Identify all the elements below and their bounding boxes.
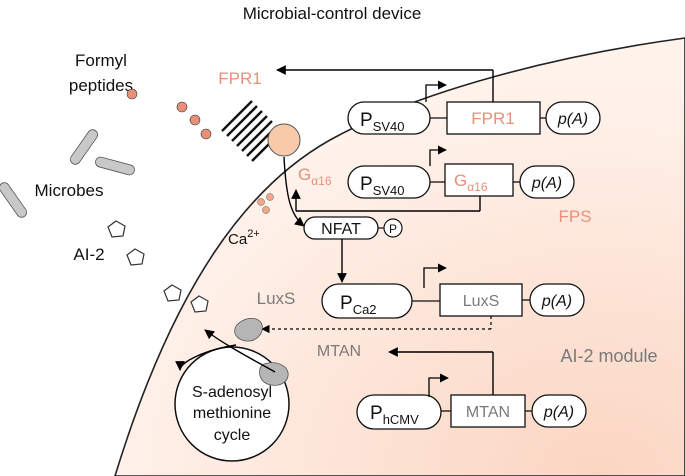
calcium-dot (262, 206, 270, 214)
mtan-promoter-label: PhCMV (370, 403, 419, 427)
galpha16-promoter-label: PSV40 (360, 174, 405, 198)
fpr1-promoter-sub: SV40 (373, 119, 405, 134)
formyl-peptides-label-2: peptides (69, 76, 133, 95)
mtan-promoter (356, 394, 442, 430)
mtan-gene-label: MTAN (466, 404, 510, 421)
ai2-label: AI-2 (73, 245, 104, 264)
ai2-pentagon (163, 284, 182, 302)
receptor-helix (226, 105, 258, 137)
luxs-polya-label: p(A) (541, 293, 572, 310)
luxs-promoter-label: PCa2 (340, 293, 377, 317)
fpr1-gene-label: FPR1 (471, 109, 514, 128)
mtan-enzyme-label: MTAN (317, 343, 361, 360)
phospho-label: P (389, 222, 397, 236)
luxs-enzyme-shape (234, 317, 263, 342)
microbe-rods (0, 129, 135, 218)
microbe-rod (0, 182, 28, 218)
galpha16-tss-arrow (429, 145, 447, 166)
microbe-rod (69, 129, 99, 165)
fpr1-tss-arrow (425, 80, 447, 102)
microbes-label: Microbes (35, 181, 104, 200)
mtan-gene-box (450, 394, 526, 428)
mtan-promoter-sub: hCMV (383, 412, 419, 427)
fpr1-polya (545, 101, 601, 135)
fps-label: FPS (558, 207, 591, 226)
sam-cycle-label-1: S-adenosyl (192, 384, 272, 401)
fpr1-polya-label: p(A) (557, 111, 588, 128)
ai2-module-label: AI-2 module (560, 346, 657, 366)
nfat-label: NFAT (321, 221, 361, 238)
luxs-promoter-main: P (340, 293, 353, 314)
receptor-helix (231, 110, 263, 142)
luxs-polya (529, 283, 585, 317)
luxs-enzyme-label: LuxS (257, 289, 296, 308)
fpr1-promoter-label: PSV40 (360, 110, 405, 134)
calcium-label-main: Ca (228, 231, 248, 248)
calcium-label-sup: 2+ (247, 228, 260, 240)
fpr1-receptor (221, 100, 283, 162)
microbe-rod (95, 156, 135, 176)
galpha16-gene-main: G (454, 171, 467, 190)
calcium-label: Ca2+ (228, 228, 260, 248)
galpha16-gene-label: Gα16 (454, 171, 488, 194)
receptor-helix (236, 115, 268, 147)
ai2-pentagon (126, 248, 145, 266)
galpha16-gene-sub: α16 (467, 180, 488, 194)
galpha16-label-main: G (298, 165, 311, 184)
formyl-peptides-label: Formyl (75, 51, 127, 70)
cycle-loop-arrow (175, 344, 237, 371)
calcium-dot (266, 193, 274, 201)
galpha16-label: Gα16 (298, 165, 332, 188)
formyl-peptide-dot (189, 114, 201, 126)
receptor-helix (241, 120, 273, 152)
calcium-dot (257, 198, 265, 206)
formyl-peptide-dot (176, 101, 188, 113)
galpha16-gene-box (444, 163, 514, 197)
galpha16-label-sub: α16 (311, 174, 332, 188)
sam-cycle-label-3: cycle (214, 427, 251, 444)
galpha16-promoter-main: P (360, 174, 373, 195)
cycle-arrow-to-ai2 (204, 329, 276, 373)
fpr1-receptor-label: FPR1 (218, 69, 261, 88)
luxs-tss-arrow (423, 263, 447, 288)
receptor-helix (221, 100, 253, 132)
luxs-gene-label: LuxS (463, 293, 499, 310)
mtan-promoter-main: P (370, 403, 383, 424)
sam-cycle-label-2: methionine (193, 405, 271, 422)
formyl-peptide-dot (126, 88, 138, 100)
ai2-pentagon (107, 220, 126, 238)
mtan-enzyme-shape (259, 362, 289, 386)
diagram-title: Microbial-control device (243, 4, 422, 23)
ai2-pentagon (190, 295, 209, 313)
mtan-tss-arrow (428, 373, 449, 397)
luxs-gene-box (439, 283, 523, 317)
galpha16-promoter-sub: SV40 (373, 183, 405, 198)
ai2-molecules (107, 220, 209, 313)
g-protein-ball (267, 123, 301, 157)
phospho-circle (383, 218, 403, 238)
signal-arrow-to-nfat (283, 156, 305, 227)
fpr1-promoter-main: P (360, 110, 373, 131)
galpha16-polya-label: p(A) (531, 175, 562, 192)
formyl-peptide-dot (200, 128, 212, 140)
mtan-polya (531, 394, 587, 428)
galpha16-polya (519, 165, 575, 199)
luxs-promoter-sub: Ca2 (353, 302, 377, 317)
mtan-polya-label: p(A) (543, 404, 574, 421)
